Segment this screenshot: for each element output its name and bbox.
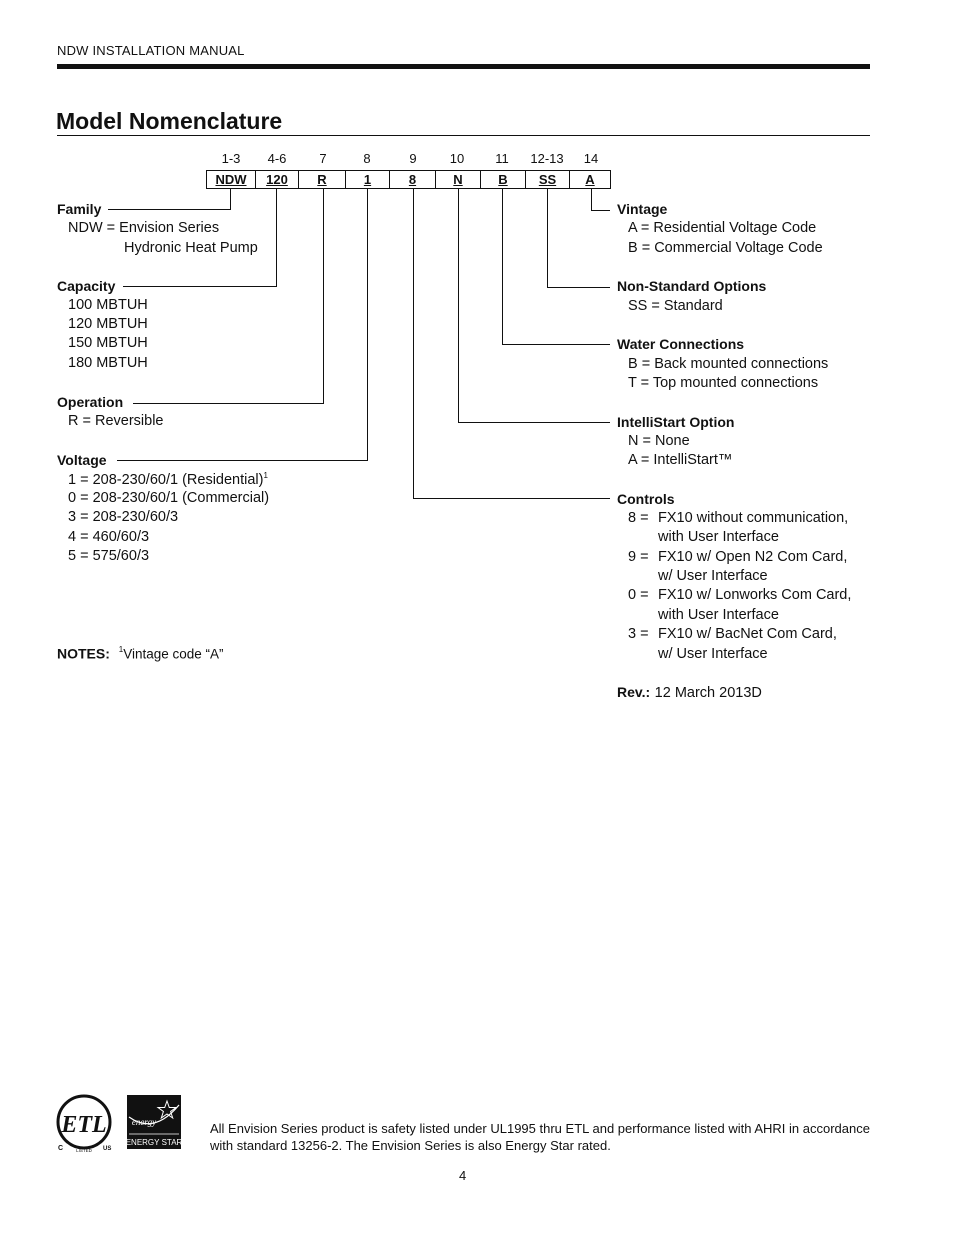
- connector-line: [413, 189, 414, 498]
- connector-line: [367, 189, 368, 460]
- controls-desc: FX10 w/ BacNet Com Card,: [658, 626, 837, 642]
- capacity-item: 150 MBTUH: [68, 335, 148, 351]
- voltage-item: 5 = 575/60/3: [68, 548, 150, 564]
- voltage-item: 0 = 208-230/60/1 (Commercial): [68, 490, 270, 506]
- connector-line: [547, 287, 610, 288]
- controls-code: 0 =: [628, 587, 649, 603]
- connector-line: [133, 403, 324, 404]
- connector-line: [458, 422, 610, 423]
- position-label: 10: [449, 151, 465, 166]
- code-cell-vintage: A: [569, 170, 611, 189]
- code-cell-water: B: [480, 170, 526, 189]
- family-item: Hydronic Heat Pump: [124, 240, 258, 256]
- controls-code: 8 =: [628, 510, 649, 526]
- capacity-item: 100 MBTUH: [68, 297, 148, 313]
- controls-code: 3 =: [628, 626, 649, 642]
- capacity-item: 180 MBTUH: [68, 355, 148, 371]
- position-label: 7: [319, 151, 327, 166]
- controls-desc: FX10 w/ Lonworks Com Card,: [658, 587, 852, 603]
- connector-line: [502, 344, 610, 345]
- code-cell-controls: 8: [389, 170, 436, 189]
- connector-line: [117, 460, 368, 461]
- connector-line: [276, 189, 277, 286]
- vintage-item: A = Residential Voltage Code: [628, 220, 817, 236]
- connector-line: [502, 189, 503, 344]
- voltage-item: 3 = 208-230/60/3: [68, 509, 179, 525]
- family-title: Family: [57, 201, 102, 217]
- capacity-title: Capacity: [57, 278, 116, 294]
- connector-line: [547, 189, 548, 287]
- water-connections-item: T = Top mounted connections: [628, 375, 819, 391]
- connector-line: [413, 498, 610, 499]
- water-connections-title: Water Connections: [617, 336, 745, 352]
- operation-item: R = Reversible: [68, 413, 164, 429]
- revision-value: 12 March 2013D: [654, 685, 762, 701]
- page-number: 4: [459, 1168, 467, 1183]
- voltage-item-text: 1 = 208-230/60/1 (Residential): [68, 471, 264, 488]
- footnote-mark: 1: [263, 471, 268, 480]
- etl-c: C: [58, 1145, 63, 1152]
- position-label: 1-3: [221, 151, 241, 166]
- header-rule: [57, 64, 870, 69]
- notes-text: Vintage code “A”: [123, 646, 224, 662]
- voltage-title: Voltage: [57, 452, 107, 468]
- capacity-item: 120 MBTUH: [68, 316, 148, 332]
- connector-line: [323, 189, 324, 403]
- etl-listed: LISTED: [76, 1148, 93, 1153]
- voltage-item: 1 = 208-230/60/1 (Residential)1: [68, 471, 268, 488]
- manual-header: NDW INSTALLATION MANUAL: [57, 43, 245, 58]
- vintage-title: Vintage: [617, 201, 668, 217]
- code-cell-non-standard: SS: [525, 170, 570, 189]
- position-label: 14: [583, 151, 599, 166]
- controls-desc: w/ User Interface: [658, 568, 768, 584]
- position-label: 12-13: [530, 151, 564, 166]
- non-standard-item: SS = Standard: [628, 298, 723, 314]
- footer-text: All Envision Series product is safety li…: [210, 1121, 870, 1153]
- code-cell-capacity: 120: [255, 170, 299, 189]
- family-item: NDW = Envision Series: [68, 220, 220, 236]
- position-label: 8: [363, 151, 371, 166]
- energy-star-text: ENERGY STAR: [127, 1138, 181, 1147]
- controls-title: Controls: [617, 491, 675, 507]
- code-cell-voltage: 1: [345, 170, 390, 189]
- connector-line: [123, 286, 277, 287]
- controls-desc: with User Interface: [658, 607, 779, 623]
- revision-label: Rev.:: [617, 684, 651, 700]
- notes-mark: 1: [118, 645, 124, 654]
- controls-desc: FX10 without communication,: [658, 510, 849, 526]
- code-cell-family: NDW: [206, 170, 256, 189]
- position-label: 4-6: [267, 151, 287, 166]
- controls-desc: with User Interface: [658, 529, 779, 545]
- etl-us: US: [103, 1146, 111, 1152]
- title-rule: [57, 135, 870, 136]
- energy-star-logo: energy ENERGY STAR: [126, 1095, 183, 1149]
- voltage-item: 4 = 460/60/3: [68, 529, 150, 545]
- controls-code: 9 =: [628, 549, 649, 565]
- notes-label: NOTES:: [57, 645, 110, 662]
- code-cell-intellistart: N: [435, 170, 481, 189]
- etl-letters: ETL: [60, 1112, 106, 1138]
- connector-line: [108, 209, 231, 210]
- position-label: 11: [495, 151, 509, 166]
- controls-desc: FX10 w/ Open N2 Com Card,: [658, 549, 848, 565]
- code-cell-operation: R: [298, 170, 346, 189]
- position-label: 9: [409, 151, 417, 166]
- water-connections-item: B = Back mounted connections: [628, 356, 829, 372]
- intellistart-item: N = None: [628, 433, 690, 449]
- intellistart-title: IntelliStart Option: [617, 414, 735, 430]
- vintage-item: B = Commercial Voltage Code: [628, 240, 823, 256]
- connector-line: [230, 189, 231, 209]
- intellistart-item: A = IntelliStart™: [628, 452, 733, 468]
- revision: Rev.: 12 March 2013D: [617, 684, 762, 702]
- non-standard-title: Non-Standard Options: [617, 278, 767, 294]
- controls-desc: w/ User Interface: [658, 646, 768, 662]
- connector-line: [591, 189, 592, 210]
- operation-title: Operation: [57, 394, 124, 410]
- connector-line: [591, 210, 610, 211]
- page-title: Model Nomenclature: [56, 108, 283, 134]
- etl-listed-logo: ETL C LISTED US: [54, 1094, 114, 1156]
- notes: NOTES: 1Vintage code “A”: [57, 645, 224, 663]
- connector-line: [458, 189, 459, 422]
- energy-script: energy: [132, 1117, 156, 1127]
